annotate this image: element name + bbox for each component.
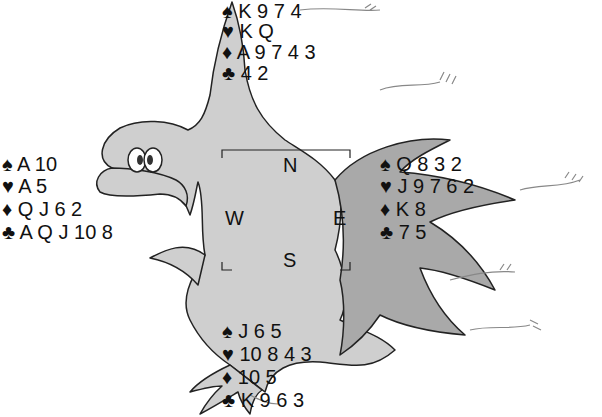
feather-wisp [450, 264, 515, 280]
feather-wisp [470, 320, 541, 330]
feather-wisp [300, 4, 380, 10]
bird-eye [144, 148, 162, 172]
hand-holding: ♠ J 6 5 [222, 320, 282, 342]
compass-box: N W E S [222, 150, 350, 270]
compass-letter: N [283, 154, 297, 176]
hand-holding: ♣ 7 5 [380, 221, 426, 243]
hand-holding: ♠ Q 8 3 2 [380, 153, 462, 175]
hand-holding: ♦ Q J 6 2 [2, 198, 82, 220]
hand-holding: ♥ J 9 7 6 2 [380, 175, 474, 197]
compass-letter: S [283, 249, 296, 271]
hand-holding: ♥ A 5 [2, 175, 47, 197]
bird-wing-right [335, 139, 515, 355]
hand-holding: ♥ K Q [222, 20, 274, 42]
hand-holding: ♦ 10 5 [222, 366, 277, 388]
hand-holding: ♦ K 8 [380, 198, 426, 220]
feather-wisp [380, 72, 456, 90]
hand-holding: ♣ 4 2 [222, 62, 268, 84]
hand-holding: ♣ K 9 6 3 [222, 389, 304, 411]
compass-letter: W [225, 207, 244, 229]
feather-wisp [520, 172, 583, 190]
bird-wing-left [150, 247, 205, 285]
hand-holding: ♥ 10 8 4 3 [222, 343, 312, 365]
hand-holding: ♣ A Q J 10 8 [2, 221, 113, 243]
bird-pupil [147, 155, 153, 165]
bird-head [97, 168, 188, 206]
hand-holding: ♠ K 9 7 4 [222, 0, 302, 22]
compass-letter: E [333, 207, 346, 229]
hand-holding: ♠ A 10 [2, 153, 57, 175]
hand-holding: ♦ A 9 7 4 3 [222, 41, 316, 63]
bird-pupil [137, 155, 143, 165]
